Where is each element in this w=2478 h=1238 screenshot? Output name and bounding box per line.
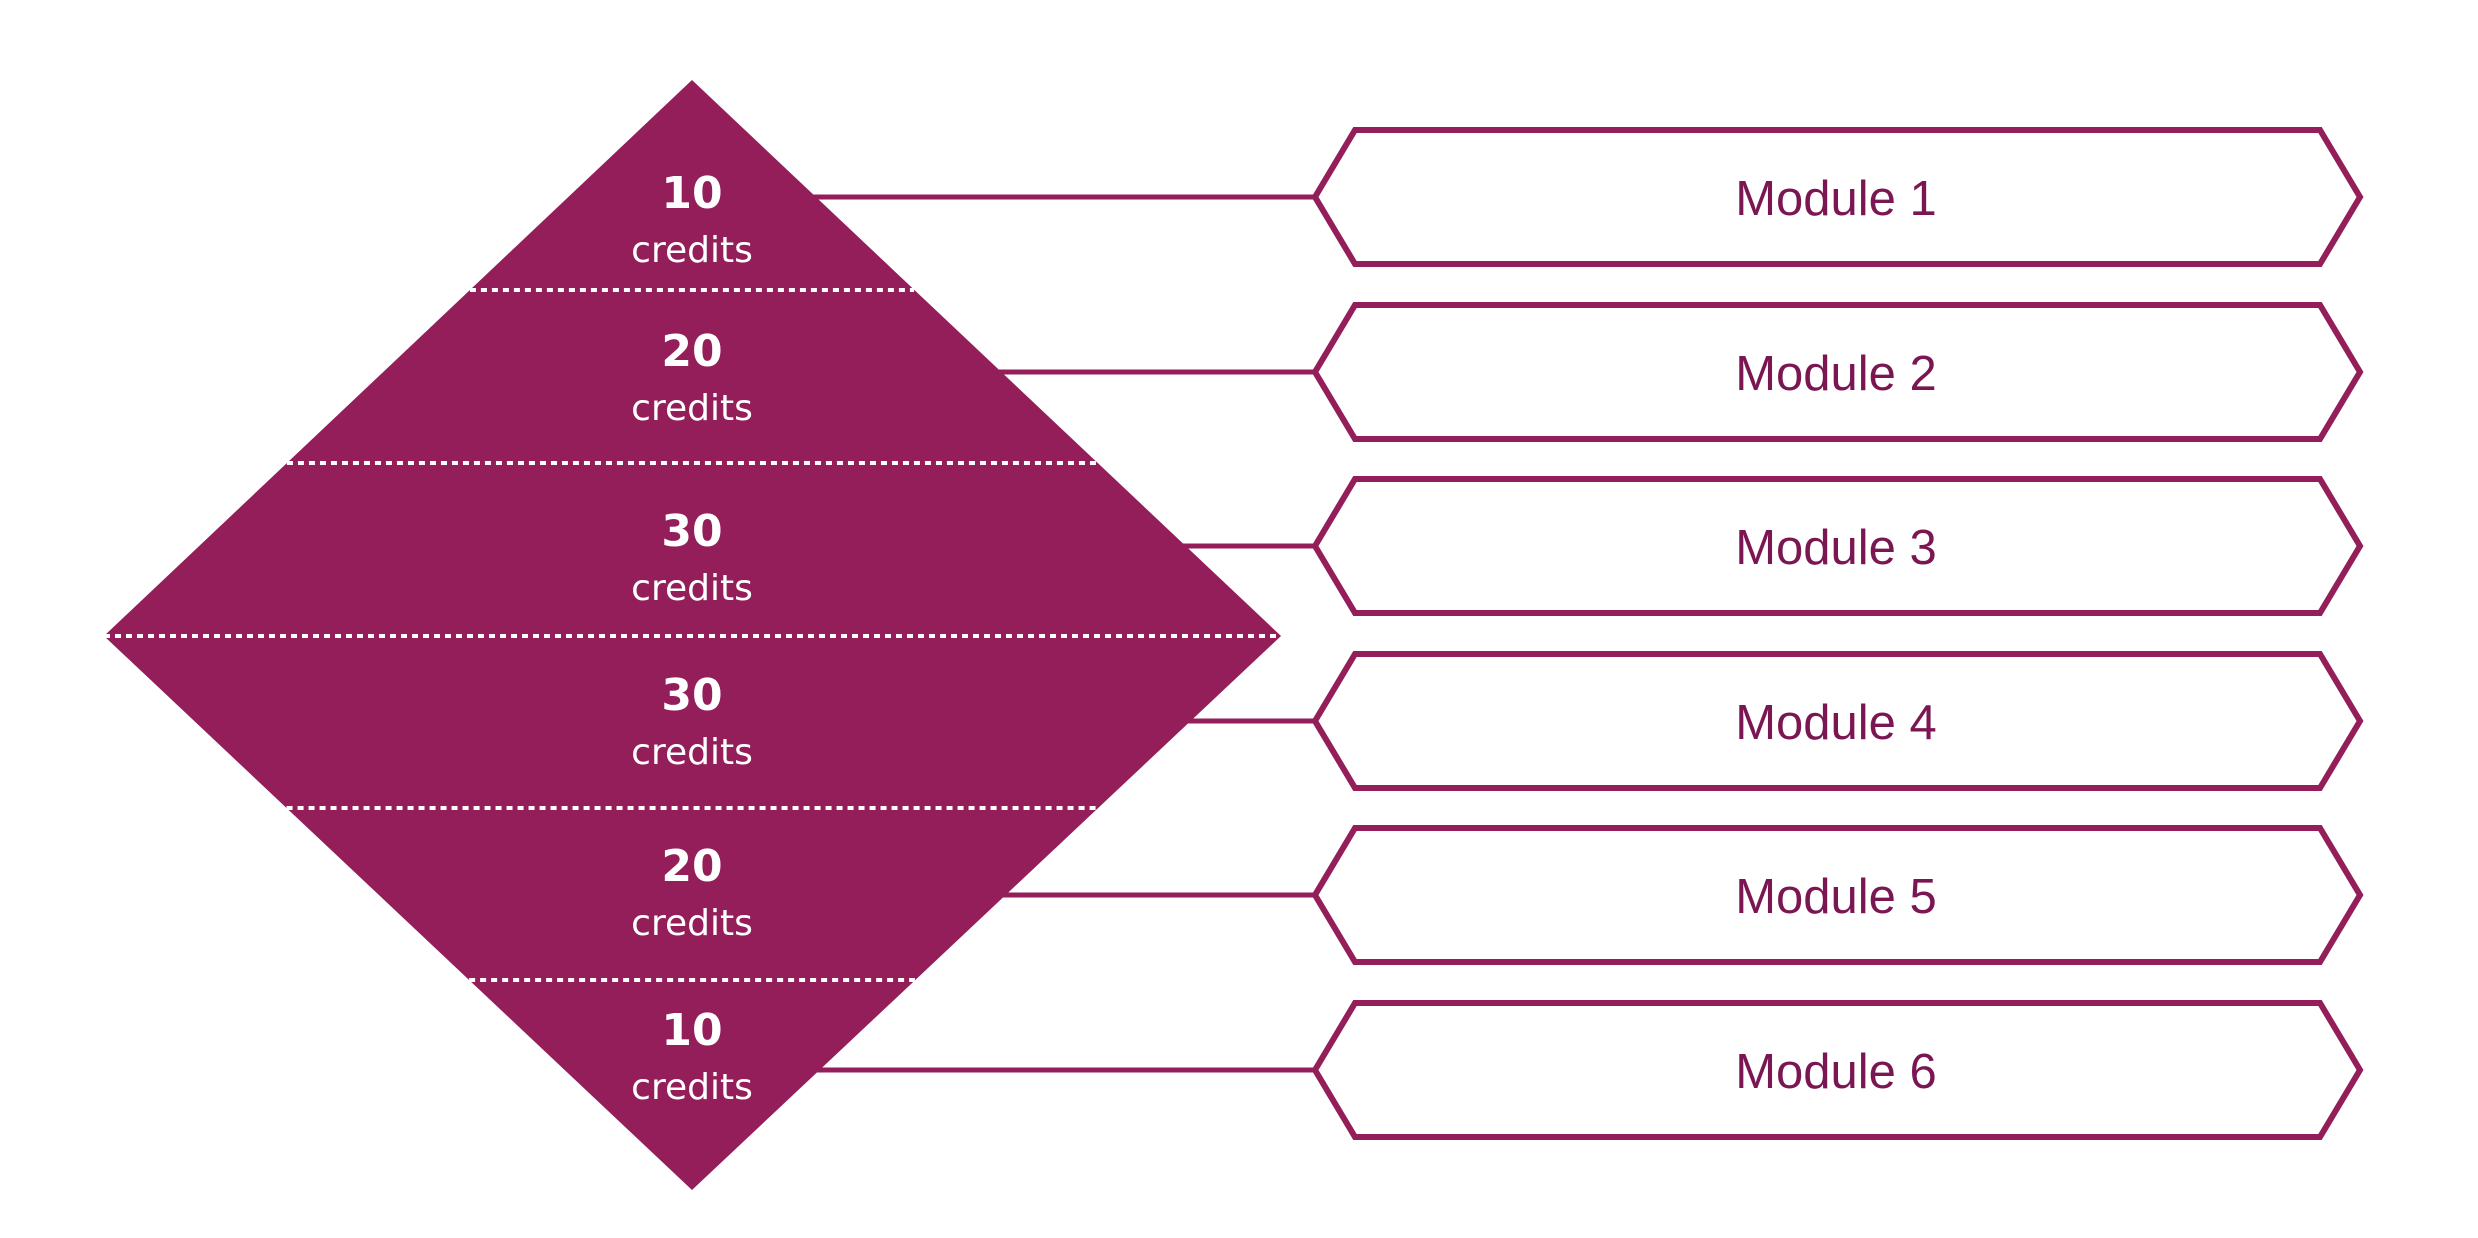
- module-5-label: Module 5: [1735, 870, 1937, 924]
- module-6-label: Module 6: [1735, 1045, 1937, 1099]
- tier-6-value: 10: [661, 1005, 722, 1056]
- module-4-box: [1311, 651, 2364, 791]
- module-labels: Module 1 Module 2 Module 3 Module 4 Modu…: [1735, 172, 1937, 1099]
- tier-5-value: 20: [661, 841, 722, 892]
- tier-3-value: 30: [661, 506, 722, 557]
- module-5-box: [1311, 825, 2364, 965]
- connector-lines: [805, 194, 1315, 1073]
- module-3-box: [1311, 476, 2364, 616]
- tier-3-unit: credits: [631, 568, 753, 609]
- tier-1-unit: credits: [631, 230, 753, 271]
- tier-1: 10 credits: [631, 168, 753, 271]
- tier-labels: 10 credits 20 credits 30 credits 30 cred…: [631, 168, 753, 1108]
- tier-6: 10 credits: [631, 1005, 753, 1108]
- tier-5-unit: credits: [631, 903, 753, 944]
- module-3-label: Module 3: [1735, 521, 1937, 575]
- tier-2-value: 20: [661, 326, 722, 377]
- module-boxes: [1311, 127, 2364, 1140]
- tier-3: 30 credits: [631, 506, 753, 609]
- module-6-box: [1311, 1000, 2364, 1140]
- tier-2-unit: credits: [631, 388, 753, 429]
- tier-dividers: [104, 288, 1280, 982]
- module-2-label: Module 2: [1735, 347, 1937, 401]
- module-4-label: Module 4: [1735, 696, 1937, 750]
- tier-4-unit: credits: [631, 732, 753, 773]
- module-1-box: [1311, 127, 2364, 267]
- tier-4-value: 30: [661, 670, 722, 721]
- tier-1-value: 10: [661, 168, 722, 219]
- tier-5: 20 credits: [631, 841, 753, 944]
- tier-6-unit: credits: [631, 1067, 753, 1108]
- tier-2: 20 credits: [631, 326, 753, 429]
- module-1-label: Module 1: [1735, 172, 1937, 226]
- module-2-box: [1311, 302, 2364, 442]
- tier-4: 30 credits: [631, 670, 753, 773]
